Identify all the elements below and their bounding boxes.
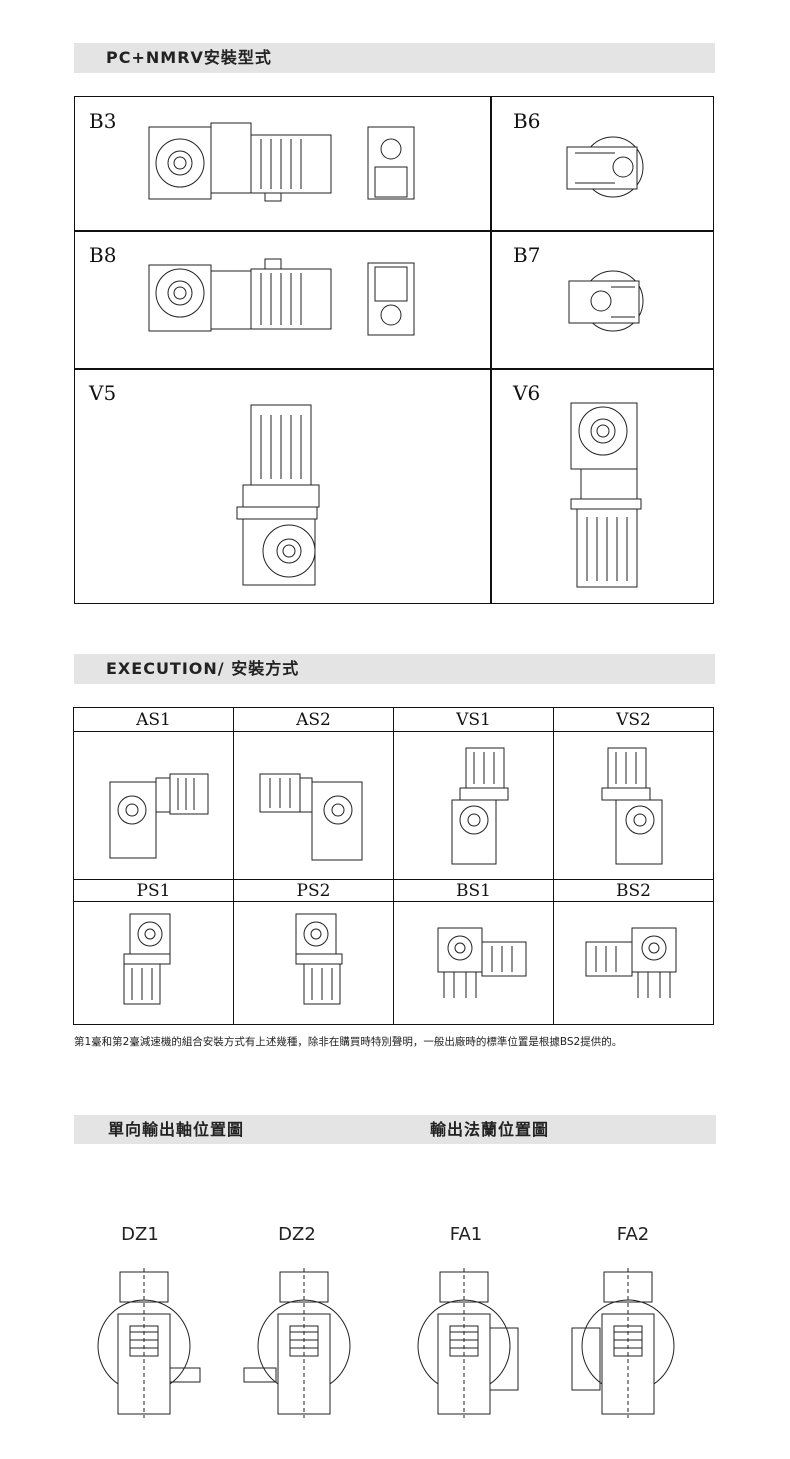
v5-drawing <box>236 404 320 586</box>
section3-title-right: 輸出法蘭位置圖 <box>430 1120 550 1139</box>
cell-b7: B7 <box>491 231 715 368</box>
bs1-drawing <box>437 927 527 998</box>
execution-grid: AS1 AS2 VS1 VS2 PS1 PS2 BS1 BS2 <box>73 707 714 1025</box>
b7-drawing <box>568 270 644 332</box>
header-vs1: VS1 <box>456 710 491 730</box>
vs2-drawing <box>601 747 663 865</box>
position-label-fa1: FA1 <box>449 1224 483 1245</box>
execution-note: 第1臺和第2臺減速機的組合安裝方式有上述幾種，除非在購買時特別聲明，一般出廠時的… <box>74 1036 623 1048</box>
dz1-drawing <box>97 1268 201 1418</box>
section1-title: PC+NMRV安裝型式 <box>106 48 272 67</box>
fa1-drawing <box>417 1268 519 1418</box>
bs2-drawing <box>585 927 677 998</box>
cell-v6: V6 <box>491 369 715 605</box>
v6-drawing <box>570 402 642 588</box>
b8-drawing <box>148 258 415 336</box>
b3-drawing <box>148 122 415 202</box>
header-ps2: PS2 <box>296 881 331 901</box>
cell-b8: B8 <box>75 231 490 368</box>
header-vs2: VS2 <box>616 710 651 730</box>
section3-title-left: 單向輸出軸位置圖 <box>108 1120 245 1139</box>
cell-b6: B6 <box>491 97 715 230</box>
dz2-drawing <box>243 1268 351 1418</box>
as1-drawing <box>109 773 209 859</box>
cell-v5: V5 <box>75 369 490 605</box>
header-ps1: PS1 <box>136 881 171 901</box>
vs1-drawing <box>451 747 509 865</box>
cell-b3: B3 <box>75 97 490 230</box>
position-label-dz1: DZ1 <box>121 1224 159 1245</box>
header-bs1: BS1 <box>456 881 491 901</box>
position-label-dz2: DZ2 <box>278 1224 316 1245</box>
cell-label: B8 <box>89 243 117 267</box>
mounting-grid: B3 B6 B8 <box>74 96 714 604</box>
cell-label: V5 <box>89 381 117 405</box>
header-as2: AS2 <box>296 710 331 730</box>
header-as1: AS1 <box>136 710 171 730</box>
section1-header-bar: PC+NMRV安裝型式 <box>74 43 715 73</box>
ps1-drawing <box>123 913 171 1005</box>
position-label-fa2: FA2 <box>616 1224 650 1245</box>
header-bs2: BS2 <box>616 881 651 901</box>
cell-label: B3 <box>89 109 117 133</box>
cell-label: B7 <box>513 243 541 267</box>
as2-drawing <box>259 773 363 861</box>
section2-title: EXECUTION/ 安裝方式 <box>106 659 300 678</box>
fa2-drawing <box>571 1268 675 1418</box>
section3-header-bar: 單向輸出軸位置圖 輸出法蘭位置圖 <box>74 1115 716 1144</box>
b6-drawing <box>566 136 644 198</box>
ps2-drawing <box>295 913 343 1005</box>
cell-label: B6 <box>513 109 541 133</box>
cell-label: V6 <box>513 381 541 405</box>
section2-header-bar: EXECUTION/ 安裝方式 <box>74 654 715 684</box>
